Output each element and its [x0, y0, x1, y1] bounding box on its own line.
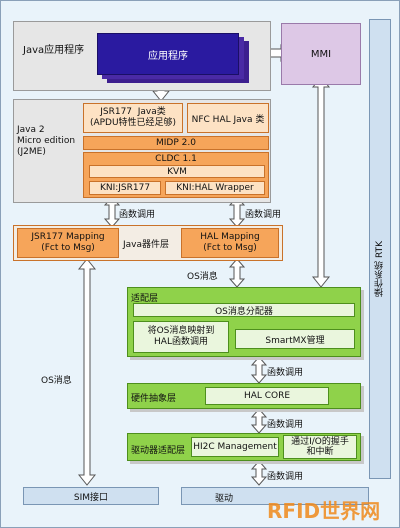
hal-label: 硬件抽象层: [131, 394, 177, 404]
java-app-label: Java应用程序: [23, 45, 85, 56]
os-msg-left-arrow: [77, 258, 97, 486]
midp-box: MIDP 2.0: [83, 136, 269, 150]
dispatcher-box: OS消息分配器: [133, 303, 355, 317]
kni-jsr-box: KNI:JSR177: [89, 181, 161, 195]
smartmx-box: SmartMX管理: [235, 329, 355, 349]
mmi-adapter-arrow: [311, 76, 331, 288]
hal-core-box: HAL CORE: [205, 387, 329, 405]
watermark-logo: RFID世界网: [267, 499, 381, 523]
kvm-box: KVM: [89, 165, 265, 178]
func-call-label-4: 函数调用: [267, 420, 304, 430]
sim-interface-box: SIM接口: [23, 487, 159, 505]
jsr177-mapping-box: JSR177 Mapping (Fct to Msg): [17, 228, 119, 258]
adapter-label: 适配层: [131, 294, 159, 304]
mapping-adapter-arrow: [228, 258, 246, 288]
driver-bottom-arrow: [250, 460, 268, 486]
cldc-label: CLDC 1.1: [155, 154, 197, 164]
hal-driver-arrow: [250, 408, 268, 434]
kni-hal-box: KNI:HAL Wrapper: [165, 181, 265, 195]
java-device-layer-label: Java器件层: [123, 240, 170, 250]
os-msg-label-top: OS消息: [187, 272, 218, 282]
jsr177-java-box: JSR177 Java类 (APDU特性已经足够): [83, 103, 183, 133]
func-call-label-5: 函数调用: [267, 472, 304, 482]
driver-bottom-label: 驱动: [215, 494, 234, 504]
nfc-hal-java-box: NFC HAL Java 类: [187, 103, 269, 133]
mmi-box: MMI: [281, 23, 361, 85]
io-box: 通过I/O的握手 和中断: [283, 435, 357, 459]
hal-mapping-box: HAL Mapping (Fct to Msg): [181, 228, 279, 258]
func-call-label-1: 函数调用: [119, 210, 156, 220]
os-msg-label-left: OS消息: [41, 376, 72, 386]
func-call-label-2: 函数调用: [245, 210, 282, 220]
app-box: 应用程序: [97, 33, 239, 75]
func-call-label-3: 函数调用: [267, 368, 304, 378]
j2me-label: Java 2 Micro edition (J2ME): [17, 125, 76, 157]
hi2c-box: HI2C Management: [191, 437, 279, 457]
adapter-hal-arrow: [250, 356, 268, 384]
rtk-label: 操作系统 RTK: [375, 241, 385, 297]
map-to-hal-box: 将OS消息映射到 HAL函数调用: [133, 321, 229, 353]
driver-label: 驱动器适配层: [131, 446, 186, 456]
driver-bottom-box: [181, 487, 369, 505]
rtk-bar: [369, 19, 391, 479]
